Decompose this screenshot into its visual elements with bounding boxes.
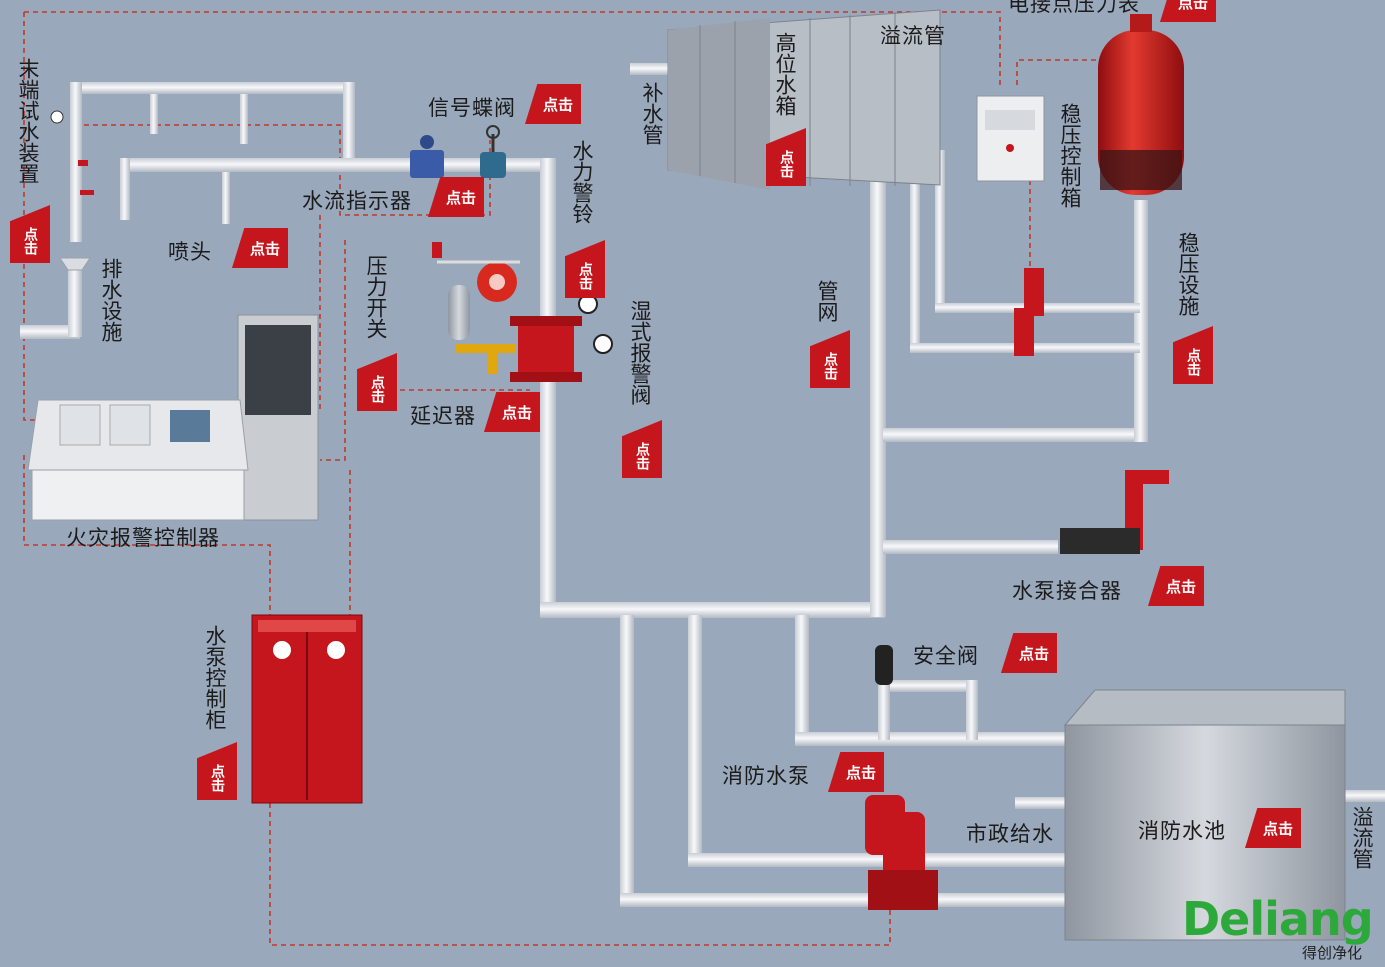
label-overflow-pipe-top: 溢流管	[880, 24, 946, 48]
high-water-tank-icon	[667, 9, 941, 190]
label-sprinkler: 喷头	[168, 240, 212, 264]
label-retard-chamber: 延迟器	[410, 404, 476, 428]
label-makeup-pipe: 补水管	[640, 82, 664, 145]
label-fire-pool: 消防水池	[1138, 819, 1226, 843]
label-water-bell: 水力警铃	[570, 140, 594, 224]
deliang-logo: Deliang	[1182, 892, 1374, 946]
label-wet-alarm-valve: 湿式报警阀	[628, 300, 652, 405]
stabilizing-pumps-icon	[1014, 268, 1044, 356]
label-stabilize-equipment: 稳压设施	[1176, 232, 1200, 316]
label-drain: 排水设施	[99, 258, 123, 342]
pressure-tank-icon	[1098, 14, 1184, 195]
label-flow-indicator: 水流指示器	[302, 189, 412, 213]
label-fire-pump: 消防水泵	[722, 764, 810, 788]
label-high-water-tank: 高位水箱	[773, 32, 797, 116]
click-button-signal-valve[interactable]: 点击	[525, 84, 581, 124]
label-safety-valve: 安全阀	[913, 644, 979, 668]
label-contact-pressure-gauge: 电接点压力表	[1008, 0, 1140, 16]
fire-pumps-icon	[865, 795, 938, 910]
label-municipal-water: 市政给水	[966, 822, 1054, 846]
label-pump-adapter: 水泵接合器	[1012, 579, 1122, 603]
stabilize-control-box-icon	[976, 95, 1045, 182]
flow-indicator-valve-icon	[410, 125, 506, 178]
label-stabilize-control-box: 稳压控制箱	[1058, 103, 1082, 208]
label-fire-alarm-controller: 火灾报警控制器	[66, 526, 220, 550]
label-overflow-pipe-right: 溢流管	[1350, 806, 1374, 869]
test-gauge-icon	[50, 110, 64, 124]
label-pressure-switch: 压力开关	[364, 255, 388, 339]
label-pipe-network: 管网	[815, 280, 839, 322]
safety-valve-icon	[875, 645, 893, 685]
wet-alarm-valve-icon	[432, 242, 613, 382]
label-pump-control-cabinet: 水泵控制柜	[203, 625, 227, 730]
label-signal-valve: 信号蝶阀	[428, 96, 516, 120]
deliang-logo-subtitle: 得创净化	[1302, 944, 1363, 962]
fire-alarm-controller-icon	[27, 314, 319, 521]
click-button-contact-gauge[interactable]: 点击	[1160, 0, 1216, 22]
label-end-test-device: 末端试水装置	[16, 58, 40, 184]
pump-adapter-icon	[1060, 470, 1169, 554]
pump-control-cabinet-icon	[251, 614, 363, 804]
